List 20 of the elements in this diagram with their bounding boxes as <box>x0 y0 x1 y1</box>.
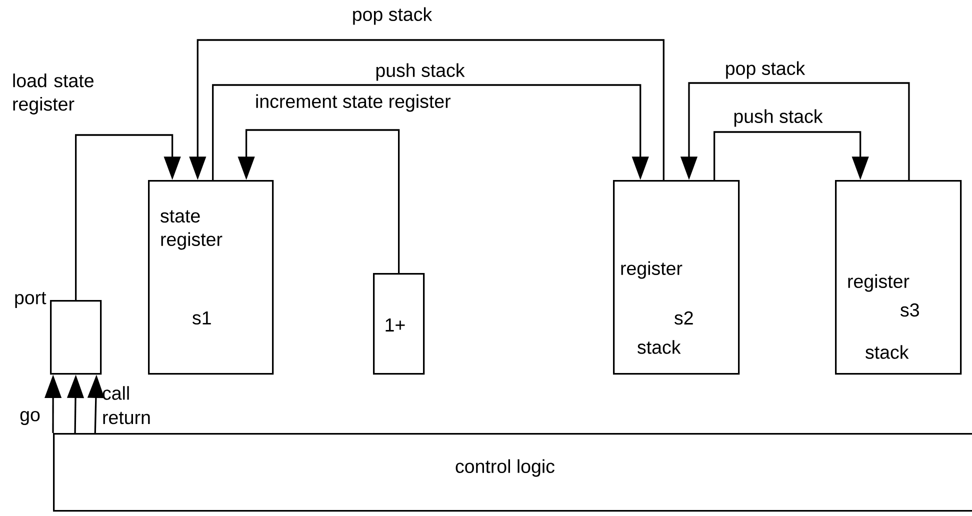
arrow <box>189 39 664 180</box>
register-box: register s2 stack <box>613 180 740 375</box>
edge-label: pop stack <box>353 7 432 25</box>
control-logic-box: control logic <box>53 433 972 512</box>
edge-label: increment state register <box>256 94 451 112</box>
register-box: register s3 stack <box>835 180 962 375</box>
edge-label: push stack <box>376 63 465 81</box>
arrow <box>75 134 181 300</box>
edge-label: go <box>20 411 40 425</box>
node-label: port <box>15 292 46 308</box>
edge-label: call <box>102 386 129 400</box>
edge-label: return <box>103 412 150 424</box>
register-box: 1+ <box>373 273 425 375</box>
arrow <box>714 131 869 180</box>
register-box: state register s1 <box>148 180 274 375</box>
port-box: port <box>15 292 102 375</box>
edge-label: pop stack <box>726 61 806 79</box>
edge-label: push stack <box>734 109 823 127</box>
arrow <box>212 84 649 180</box>
edge-label: load state register <box>13 74 94 114</box>
